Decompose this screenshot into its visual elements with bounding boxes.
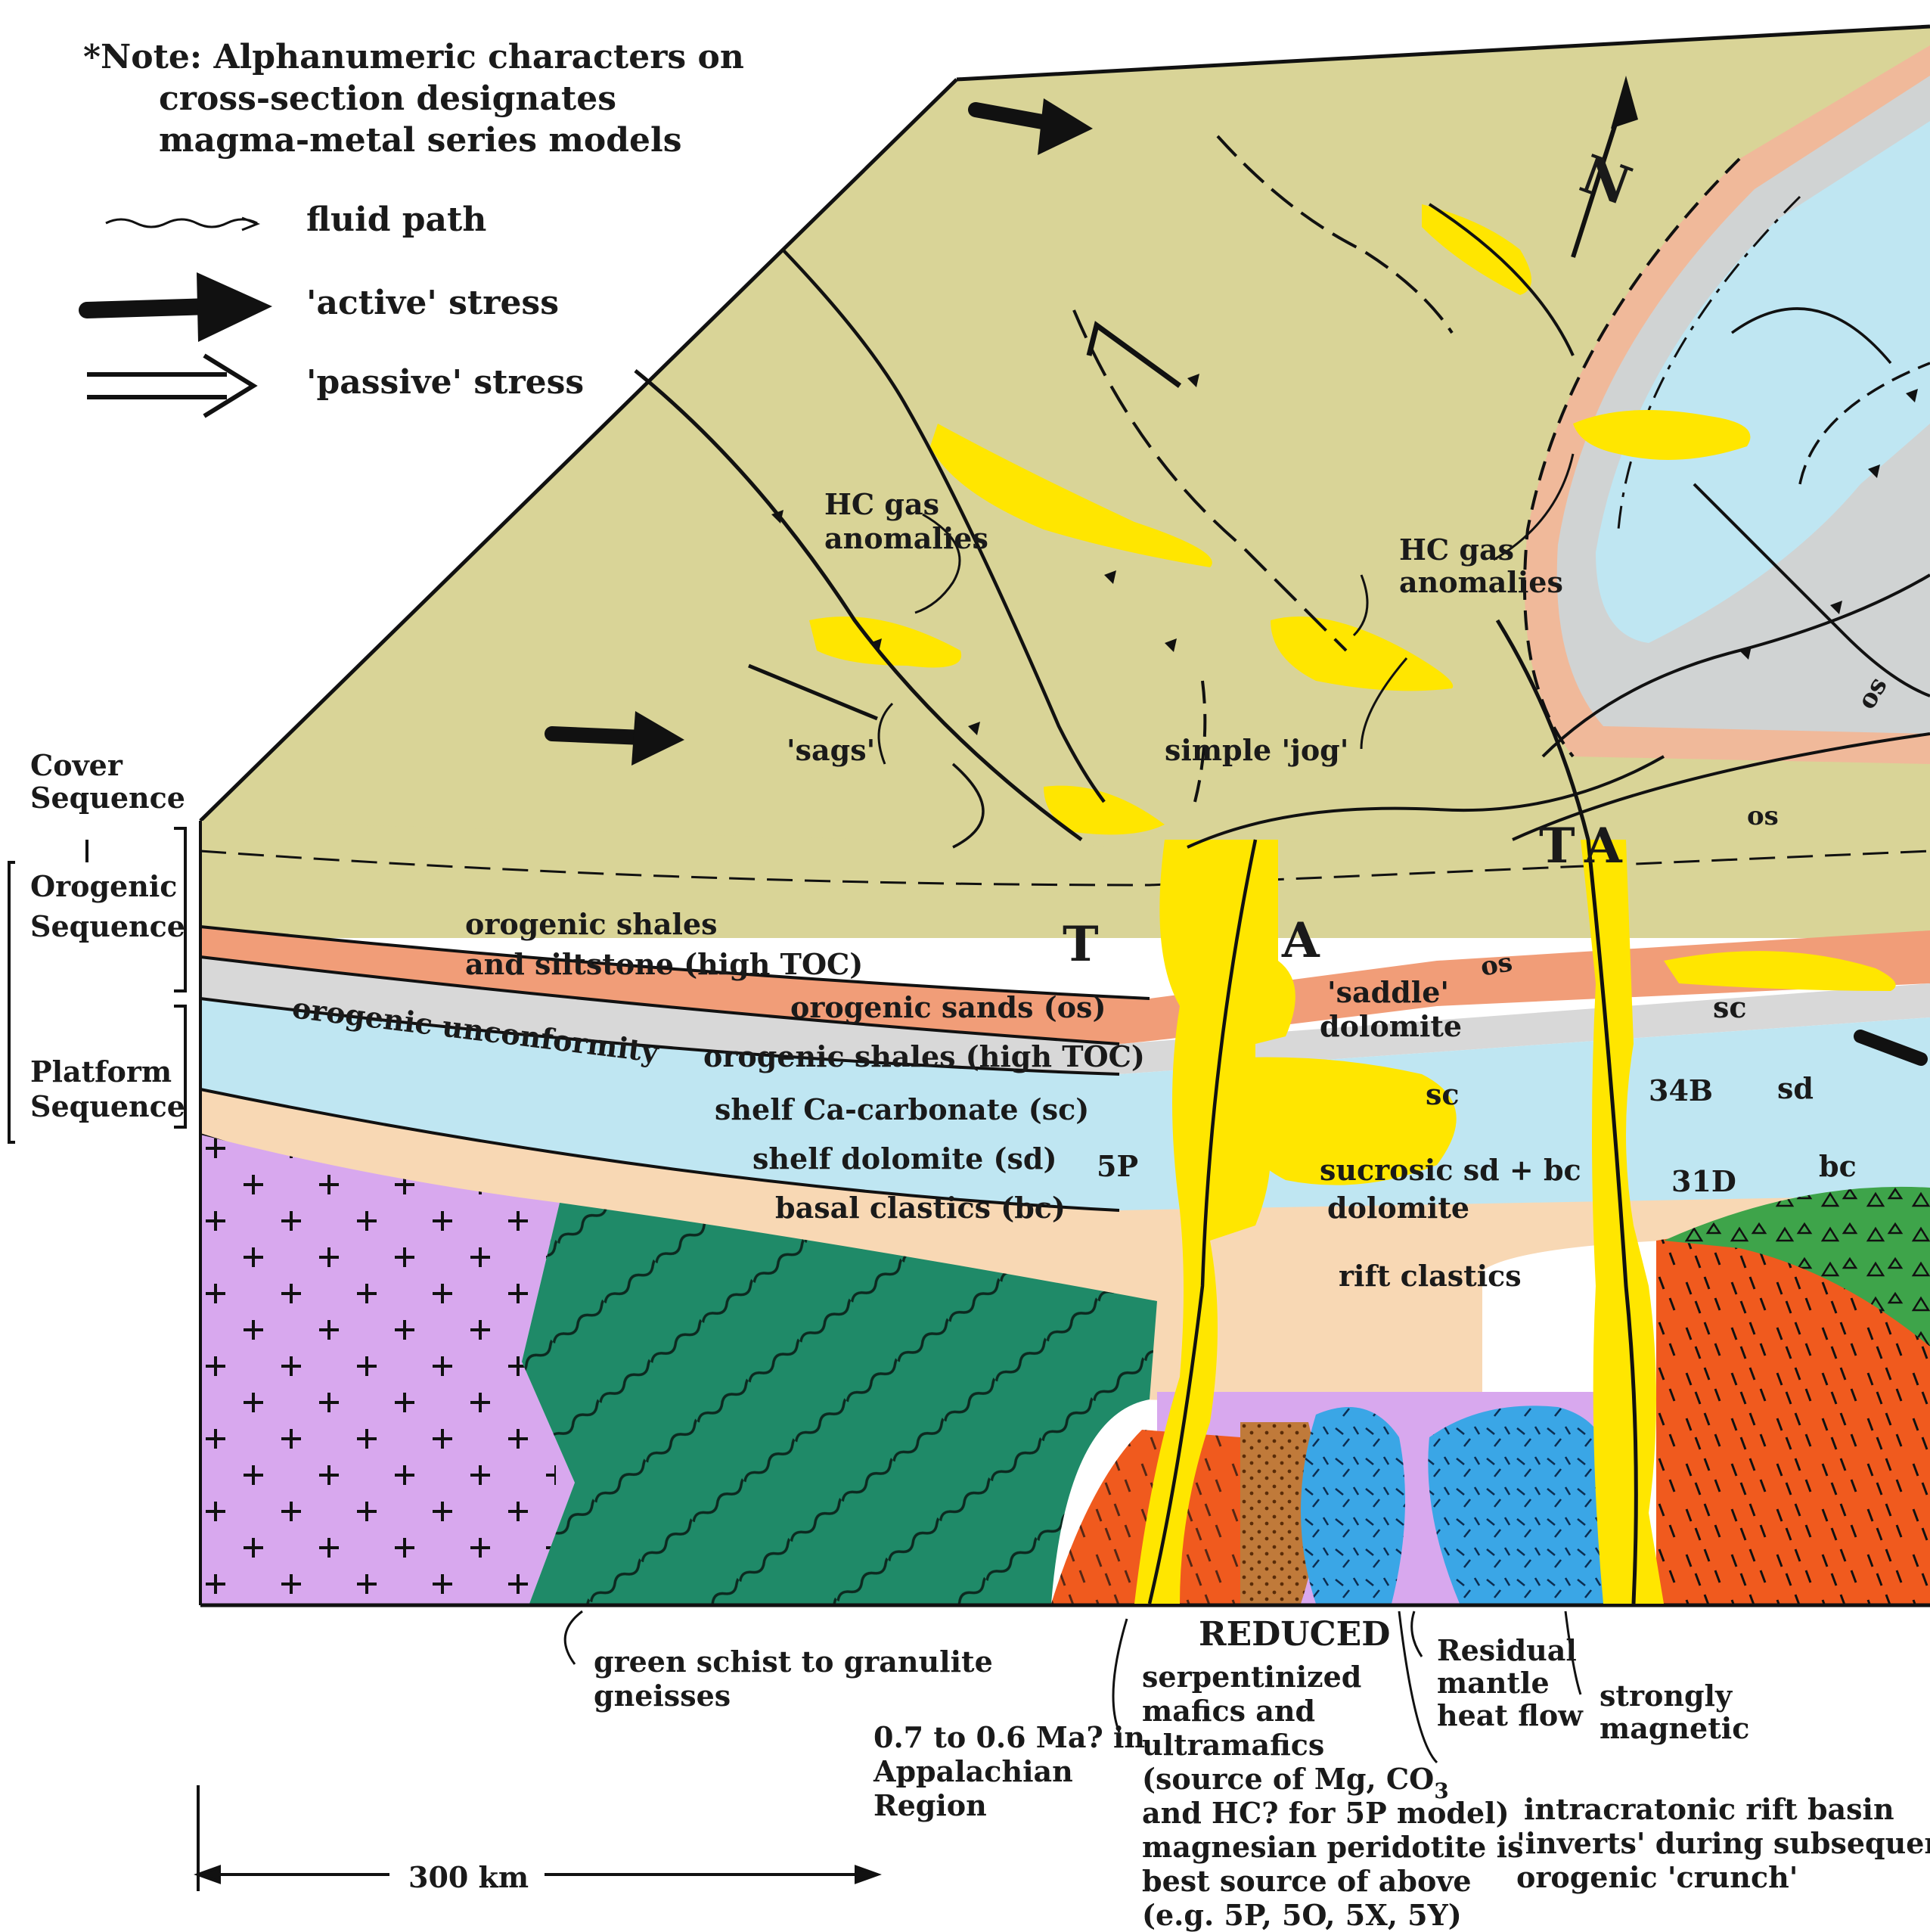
model-code-34b: 34B <box>1649 1073 1713 1107</box>
layer-orogenic-shales-siltstone-2: and siltstone (high TOC) <box>465 947 863 981</box>
model-code-5p: 5P <box>1097 1149 1138 1183</box>
model-letter-t-left: T <box>1063 916 1099 973</box>
serpentinized-line-1: serpentinized <box>1142 1660 1361 1694</box>
serpentinized-line-6: magnesian peridotite is <box>1142 1830 1523 1864</box>
model-code-31d: 31D <box>1671 1164 1736 1198</box>
scale-bar <box>198 1785 877 1891</box>
code-os-1: os <box>1479 947 1515 983</box>
scale-label: 300 km <box>408 1860 529 1894</box>
residual-line-1: Residual <box>1437 1633 1577 1667</box>
age-label-2: Appalachian <box>873 1754 1073 1788</box>
sags-label: 'sags' <box>787 733 875 767</box>
passive-stress-legend-icon <box>87 356 253 416</box>
model-letter-t-right: T <box>1539 818 1575 874</box>
layer-shelf-ca-carbonate: shelf Ca-carbonate (sc) <box>715 1092 1089 1126</box>
residual-line-3: heat flow <box>1437 1698 1584 1732</box>
rift-basin-line-2: 'inverts' during subsequent <box>1516 1826 1930 1860</box>
sucrosic-dolomite-2: dolomite <box>1327 1191 1469 1225</box>
residual-line-2: mantle <box>1437 1666 1550 1700</box>
age-label-1: 0.7 to 0.6 Ma? in <box>873 1720 1145 1754</box>
hc-gas-left-2: anomalies <box>824 521 988 555</box>
code-sd-right: sd <box>1777 1071 1814 1105</box>
hc-gas-right-1: HC gas <box>1399 533 1514 567</box>
sucrosic-dolomite-1: sucrosic sd + bc <box>1320 1153 1581 1187</box>
hc-gas-left-1: HC gas <box>824 487 939 521</box>
magnetic-line-1: strongly <box>1600 1679 1733 1713</box>
saddle-dolomite-1: 'saddle' <box>1327 975 1449 1009</box>
layer-shelf-dolomite: shelf dolomite (sd) <box>752 1141 1057 1176</box>
serpentinized-line-3: ultramafics <box>1142 1728 1324 1762</box>
layer-rift-clastics: rift clastics <box>1339 1259 1522 1293</box>
cover-sequence-label-2: Sequence <box>30 781 185 815</box>
legend-passive-stress-label: 'passive' stress <box>306 363 584 402</box>
serpentinized-line-2: mafics and <box>1142 1694 1315 1728</box>
serpentinized-line-7: best source of above <box>1142 1864 1472 1898</box>
layer-basal-clastics: basal clastics (bc) <box>775 1191 1066 1225</box>
active-stress-legend-icon <box>87 272 272 342</box>
green-schist-1: green schist to granulite <box>594 1645 993 1679</box>
note-line-2: cross-section designates <box>159 79 616 118</box>
reduced-label: REDUCED <box>1199 1615 1390 1654</box>
code-sc-right: sc <box>1713 990 1747 1024</box>
code-bc-right: bc <box>1819 1149 1857 1183</box>
saddle-dolomite-2: dolomite <box>1320 1009 1462 1043</box>
platform-sequence-label-1: Platform <box>30 1055 172 1089</box>
layer-orogenic-sands: orogenic sands (os) <box>790 990 1106 1024</box>
layer-orogenic-shales-siltstone-1: orogenic shales <box>465 907 718 941</box>
serpentinized-line-8: (e.g. 5P, 5O, 5X, 5Y) <box>1142 1898 1462 1932</box>
model-letter-a-right: A <box>1584 818 1623 874</box>
green-schist-2: gneisses <box>594 1679 731 1713</box>
model-letter-a-left: A <box>1281 912 1320 969</box>
hc-gas-right-2: anomalies <box>1399 565 1563 599</box>
fluid-path-legend-icon <box>106 218 257 230</box>
note-line-1: *Note: Alphanumeric characters on <box>83 38 744 76</box>
serpentinized-line-4-text: (source of Mg, CO <box>1142 1762 1434 1796</box>
rift-basin-line-1: intracratonic rift basin <box>1524 1792 1894 1826</box>
note-line-3: magma-metal series models <box>159 121 681 160</box>
cover-sequence-label-1: Cover <box>30 748 123 782</box>
granite-plus-symbols <box>200 1135 556 1604</box>
simple-jog-label: simple 'jog' <box>1165 733 1348 767</box>
age-label-3: Region <box>873 1788 987 1822</box>
magnetic-line-2: magnetic <box>1600 1711 1749 1745</box>
platform-sequence-label-2: Sequence <box>30 1089 185 1123</box>
serpentinized-line-5: and HC? for 5P model) <box>1142 1796 1510 1830</box>
layer-orogenic-shales: orogenic shales (high TOC) <box>703 1039 1145 1073</box>
legend-fluid-path-label: fluid path <box>306 200 486 239</box>
code-os-2: os <box>1747 801 1779 831</box>
orogenic-sequence-label-1: Orogenic <box>30 869 177 903</box>
legend-note: *Note: Alphanumeric characters on cross-… <box>83 38 744 160</box>
code-sc-mid: sc <box>1426 1077 1460 1111</box>
orogenic-sequence-label-2: Sequence <box>30 909 185 943</box>
legend-active-stress-label: 'active' stress <box>306 284 559 322</box>
rift-basin-line-3: orogenic 'crunch' <box>1516 1860 1798 1894</box>
